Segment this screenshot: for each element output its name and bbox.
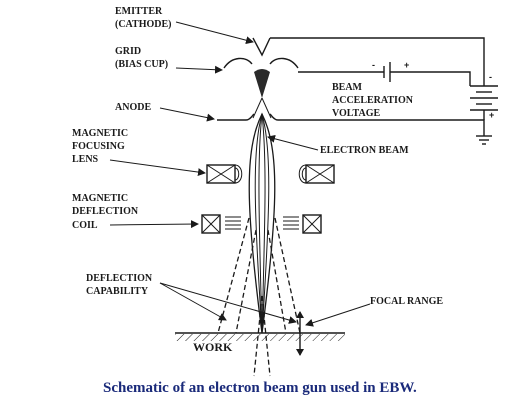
deflection-coil-label-3: COIL bbox=[72, 220, 98, 231]
focusing-lens-left bbox=[206, 164, 243, 184]
battery-icon bbox=[470, 85, 498, 120]
focusing-lens-right bbox=[298, 164, 335, 184]
ground-icon bbox=[476, 135, 492, 145]
beam-accel-label-1: BEAM bbox=[332, 82, 363, 93]
anode-label: ANODE bbox=[115, 102, 151, 113]
work-label: WORK bbox=[193, 340, 233, 354]
focusing-lens-label-3: LENS bbox=[72, 154, 99, 165]
power-circuit bbox=[270, 37, 485, 136]
grid-label: GRID bbox=[115, 46, 141, 57]
minus-sign: - bbox=[372, 60, 375, 70]
leader-arrows bbox=[109, 21, 371, 327]
focal-range-indicator bbox=[296, 311, 304, 356]
focusing-lens-label-1: MAGNETIC bbox=[72, 128, 128, 139]
beam-accel-label-3: VOLTAGE bbox=[332, 108, 380, 119]
focusing-lens-label-2: FOCUSING bbox=[72, 141, 125, 152]
beam-accel-label-2: ACCELERATION bbox=[332, 95, 414, 106]
battery-minus-sign: - bbox=[489, 72, 492, 82]
deflection-capability-label-1: DEFLECTION bbox=[86, 273, 153, 284]
electron-beam-label: ELECTRON BEAM bbox=[320, 145, 409, 156]
cathode-label: (CATHODE) bbox=[115, 19, 171, 30]
anode-plates bbox=[217, 113, 298, 121]
focal-range-label: FOCAL RANGE bbox=[370, 296, 443, 307]
workpiece bbox=[175, 332, 345, 341]
figure-caption: Schematic of an electron beam gun used i… bbox=[103, 380, 417, 396]
electron-beam bbox=[248, 69, 276, 334]
plus-sign: + bbox=[404, 60, 409, 70]
deflection-coil-label-2: DEFLECTION bbox=[72, 206, 139, 217]
battery-plus-sign: + bbox=[489, 110, 494, 120]
bias-cup-label: (BIAS CUP) bbox=[115, 59, 168, 70]
deflection-coil-label-1: MAGNETIC bbox=[72, 193, 128, 204]
deflection-coil-left bbox=[201, 214, 241, 234]
text-labels: EMITTER (CATHODE) GRID (BIAS CUP) ANODE … bbox=[72, 6, 494, 354]
deflection-capability-label-2: CAPABILITY bbox=[86, 286, 149, 297]
emitter-label: EMITTER bbox=[115, 6, 163, 17]
emitter-cathode bbox=[252, 37, 271, 57]
grid-bias-cup bbox=[223, 57, 299, 69]
deflection-coil-right bbox=[283, 214, 322, 234]
